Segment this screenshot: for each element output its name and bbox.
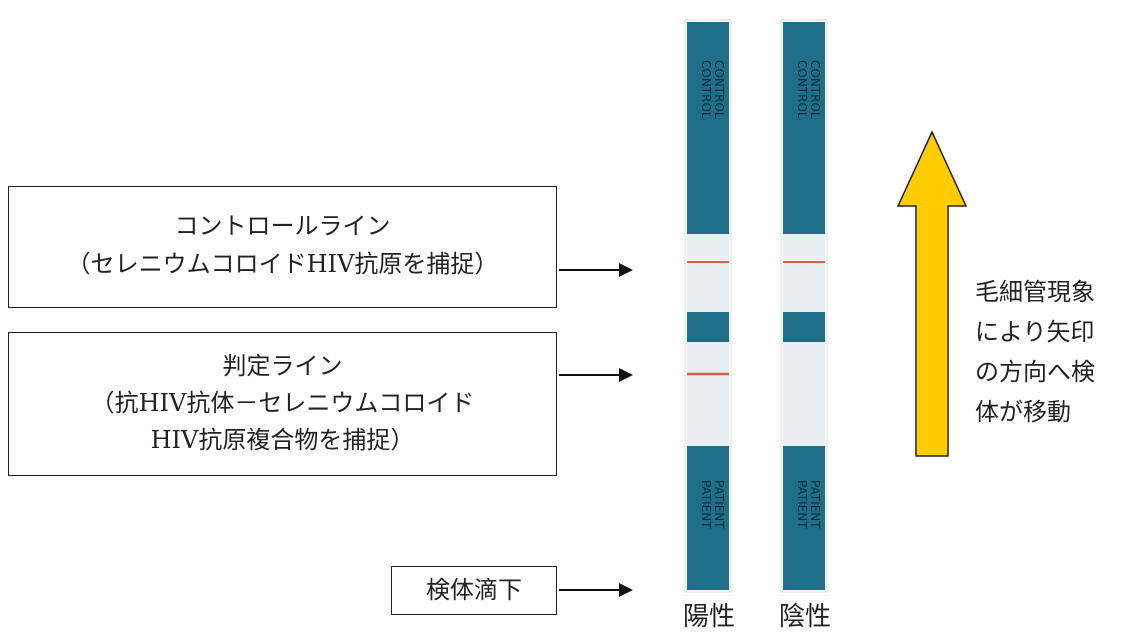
- positive-strip: CONTROL CONTROL PATIENT PATIENT: [684, 19, 732, 593]
- positive-strip-window-lower: [687, 342, 729, 446]
- capillary-flow-line-2: により矢印: [975, 318, 1095, 346]
- test-line-description-1: （抗HIV抗体－セレニウムコロイド: [90, 389, 475, 417]
- negative-strip-window-lower: [783, 342, 825, 446]
- negative-strip-control-text: CONTROL: [795, 60, 809, 119]
- test-line-label-box: 判定ライン （抗HIV抗体－セレニウムコロイド HIV抗原複合物を捕捉）: [8, 332, 557, 476]
- negative-label: 陰性: [779, 602, 832, 632]
- sample-drop-label: 検体滴下: [426, 576, 522, 604]
- positive-strip-control-text-2: CONTROL: [712, 60, 726, 119]
- test-line-title: 判定ライン: [222, 352, 343, 380]
- negative-strip-top-pad: [783, 22, 825, 234]
- test-line-pointer-arrow: [559, 368, 633, 382]
- positive-strip-top-pad: [687, 22, 729, 234]
- negative-strip-bottom-pad: [783, 446, 825, 590]
- positive-strip-window-upper: [687, 234, 729, 312]
- sample-drop-label-box: 検体滴下: [391, 566, 557, 615]
- control-line-label-box: コントロールライン （セレニウムコロイドHIV抗原を捕捉）: [8, 186, 557, 308]
- positive-strip-patient-text: PATIENT: [699, 480, 713, 529]
- control-line-pointer-arrow: [559, 263, 633, 277]
- negative-strip-window-upper: [783, 234, 825, 312]
- capillary-flow-description: 毛細管現象 により矢印 の方向へ検 体が移動: [975, 272, 1145, 432]
- negative-strip-middle-band: [783, 312, 825, 342]
- positive-strip-middle-band: [687, 312, 729, 342]
- capillary-flow-line-4: 体が移動: [975, 398, 1071, 426]
- positive-label: 陽性: [683, 602, 736, 632]
- control-line-description: （セレニウムコロイドHIV抗原を捕捉）: [66, 250, 499, 278]
- positive-strip-bottom-pad: [687, 446, 729, 590]
- negative-strip: CONTROL CONTROL PATIENT PATIENT: [780, 19, 828, 593]
- negative-strip-patient-text-2: PATIENT: [808, 480, 822, 529]
- positive-strip-patient-text-2: PATIENT: [712, 480, 726, 529]
- negative-strip-control-text-2: CONTROL: [808, 60, 822, 119]
- control-line-title: コントロールライン: [174, 212, 391, 240]
- positive-strip-control-text: CONTROL: [699, 60, 713, 119]
- test-line-description-2: HIV抗原複合物を捕捉）: [150, 426, 415, 454]
- capillary-flow-line-3: の方向へ検: [975, 358, 1095, 386]
- negative-strip-patient-text: PATIENT: [795, 480, 809, 529]
- capillary-flow-line-1: 毛細管現象: [975, 278, 1095, 306]
- sample-drop-pointer-arrow: [559, 583, 633, 597]
- flow-direction-arrow: [896, 130, 968, 457]
